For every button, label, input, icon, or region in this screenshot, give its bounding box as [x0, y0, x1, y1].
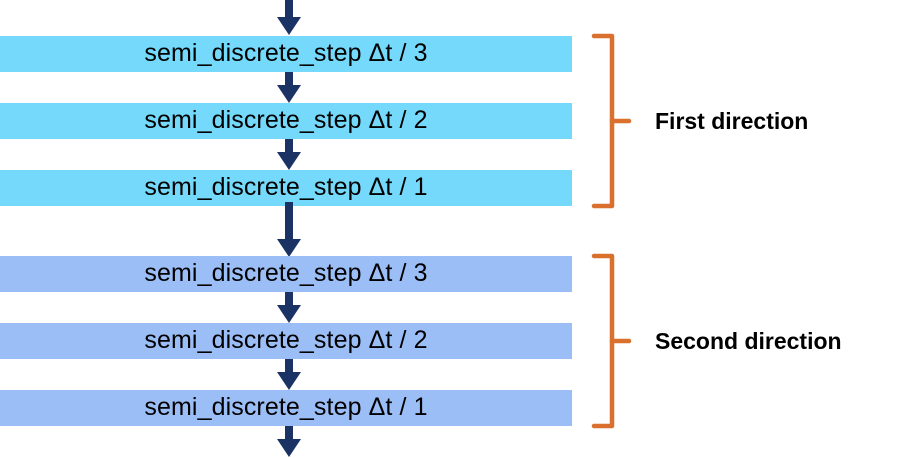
step-bar-second-direction-1[interactable]: semi_discrete_step Δt / 3	[0, 256, 572, 292]
step-bar-first-direction-1[interactable]: semi_discrete_step Δt / 3	[0, 36, 572, 72]
flow-arrow-first-to-second-direction-icon	[277, 202, 301, 257]
group-label-second-direction: Second direction	[655, 328, 842, 354]
step-bar-second-direction-3[interactable]: semi_discrete_step Δt / 1	[0, 390, 572, 426]
flow-arrow-second-step2-to-step3-icon	[277, 359, 301, 390]
step-bar-label: semi_discrete_step Δt / 3	[144, 258, 428, 287]
brace-first-direction	[591, 33, 632, 209]
flow-arrow-first-step2-to-step3-icon	[277, 139, 301, 170]
flow-arrow-out-of-second-step-icon	[277, 426, 301, 457]
flow-arrow-into-first-step-icon	[277, 0, 301, 35]
step-bar-first-direction-2[interactable]: semi_discrete_step Δt / 2	[0, 103, 572, 139]
step-bar-label: semi_discrete_step Δt / 2	[144, 105, 428, 134]
group-label-first-direction: First direction	[655, 108, 809, 134]
step-bar-label: semi_discrete_step Δt / 1	[144, 172, 428, 201]
step-bar-label: semi_discrete_step Δt / 3	[144, 38, 428, 67]
brace-second-direction	[591, 253, 632, 429]
diagram-canvas: semi_discrete_step Δt / 3 semi_discrete_…	[0, 0, 842, 457]
step-bar-second-direction-2[interactable]: semi_discrete_step Δt / 2	[0, 323, 572, 359]
flow-arrow-first-step1-to-step2-icon	[277, 72, 301, 103]
step-bar-first-direction-3[interactable]: semi_discrete_step Δt / 1	[0, 170, 572, 206]
flow-arrow-second-step1-to-step2-icon	[277, 292, 301, 323]
step-bar-label: semi_discrete_step Δt / 2	[144, 325, 428, 354]
step-bar-label: semi_discrete_step Δt / 1	[144, 392, 428, 421]
